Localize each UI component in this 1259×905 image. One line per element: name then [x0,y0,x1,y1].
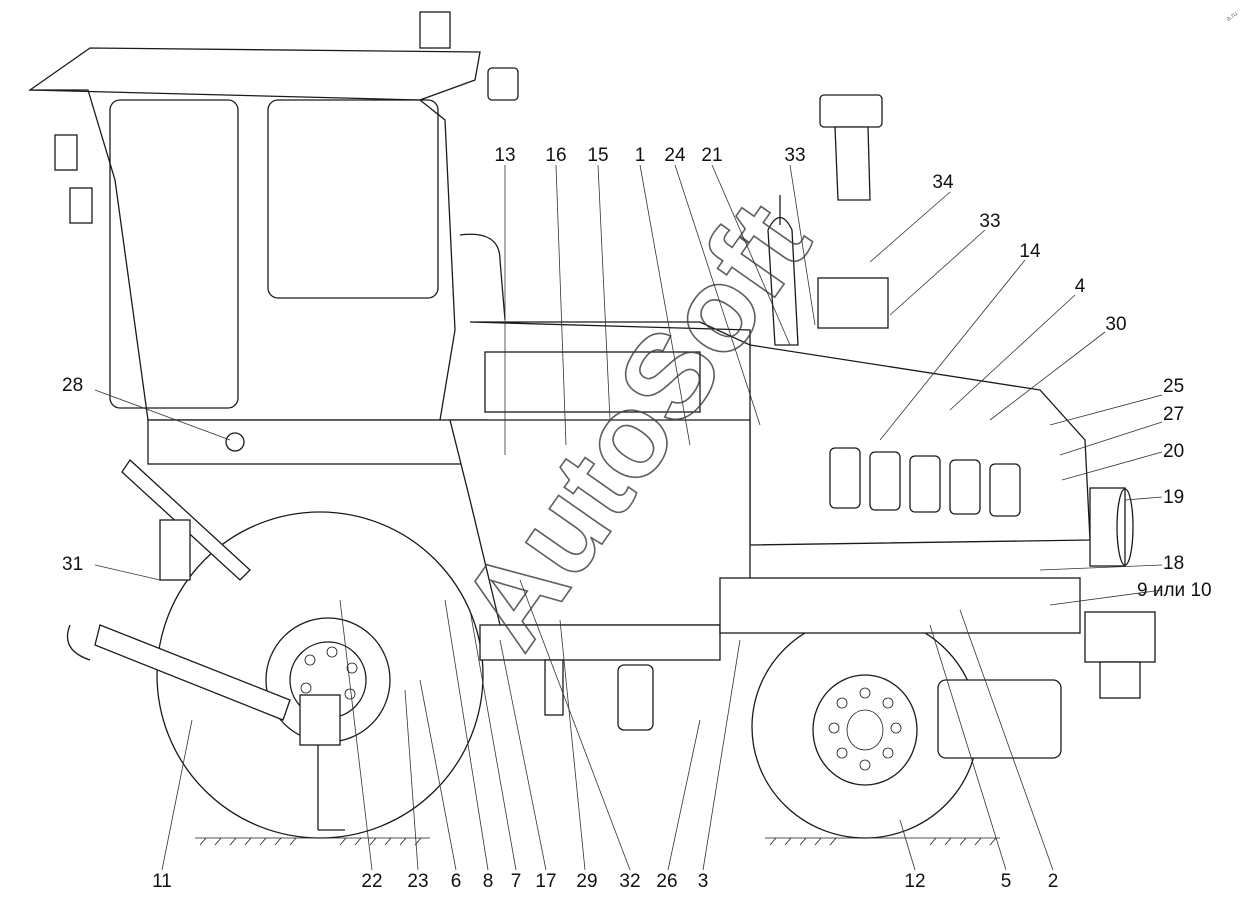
callout-9-or-10: 9 или 10 [1137,580,1212,601]
callout-2: 2 [1048,871,1059,892]
callout-20: 20 [1163,441,1184,462]
callout-33-right: 33 [979,211,1000,232]
main-beam [147,419,489,465]
undercarriage [479,577,1156,759]
callout-4: 4 [1075,276,1086,297]
callout-23: 23 [407,871,428,892]
callout-6: 6 [451,871,462,892]
callout-34: 34 [932,172,954,193]
callout-22: 22 [361,871,382,892]
callout-1: 1 [635,145,646,166]
callout-27: 27 [1163,404,1184,425]
callout-12: 12 [904,871,925,892]
ground-line [195,837,1000,846]
callout-31: 31 [62,554,83,575]
leader-lines [94,164,1163,871]
callout-18: 18 [1163,553,1184,574]
callout-13: 13 [494,145,515,166]
corner-mark: a.ru [1225,10,1239,23]
callout-5: 5 [1001,871,1012,892]
callout-28: 28 [62,375,83,396]
rear-hitch [66,459,345,831]
grille [829,447,1021,517]
callout-3: 3 [698,871,709,892]
callout-17: 17 [535,871,556,892]
callout-16: 16 [545,145,566,166]
engine-hood [449,321,1134,626]
cab [27,11,519,421]
callout-24: 24 [664,145,686,166]
callout-19: 19 [1163,487,1184,508]
exhaust-stack [767,94,889,346]
callout-7: 7 [511,871,522,892]
callout-8: 8 [483,871,494,892]
callout-labels: 13 16 15 1 24 21 33 34 33 14 4 30 25 27 … [62,145,1212,892]
callout-25: 25 [1163,376,1184,397]
callout-15: 15 [587,145,608,166]
callout-32: 32 [619,871,640,892]
rear-wheel [156,511,484,839]
callout-30: 30 [1105,314,1126,335]
callout-26: 26 [656,871,677,892]
callout-29: 29 [576,871,597,892]
callout-11: 11 [152,871,172,892]
callout-33-top: 33 [784,145,805,166]
callout-21: 21 [701,145,722,166]
callout-14: 14 [1019,241,1041,262]
